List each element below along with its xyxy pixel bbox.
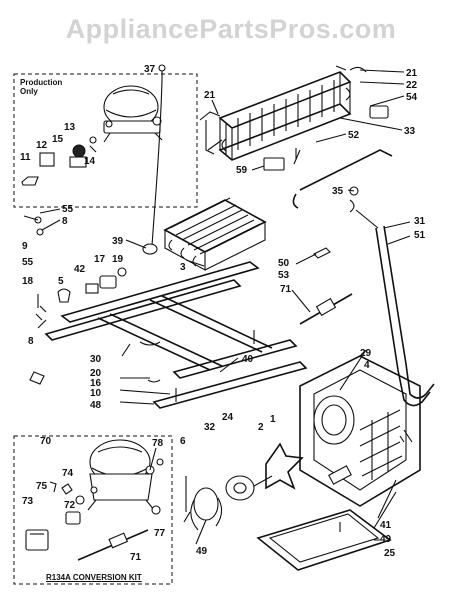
callout-71: 71 (280, 284, 292, 295)
fan-bracket (299, 355, 421, 507)
tube-51 (383, 225, 435, 399)
part-59 (263, 157, 285, 171)
callout-72: 72 (64, 500, 76, 511)
callout-49b: 49 (380, 534, 392, 545)
callout-31: 31 (414, 216, 426, 227)
kit-small-parts (25, 458, 164, 561)
evaporator-coil (163, 197, 267, 271)
tube-33 (292, 149, 393, 209)
callout-73: 73 (22, 496, 34, 507)
callout-55b: 55 (22, 257, 34, 268)
callout-8: 8 (62, 216, 68, 227)
callout-70: 70 (40, 436, 52, 447)
production-only-label: Production Only (20, 78, 63, 96)
callout-20: 20 (90, 368, 102, 379)
callout-18: 18 (22, 276, 34, 287)
callout-11: 11 (20, 152, 31, 163)
callout-15: 15 (52, 134, 64, 145)
callout-42: 42 (74, 264, 86, 275)
callout-53: 53 (278, 270, 290, 281)
callout-55: 55 (62, 204, 74, 215)
callout-37: 37 (144, 64, 156, 75)
small-parts-left (23, 215, 127, 313)
callout-22: 22 (406, 80, 418, 91)
callout-29: 29 (360, 348, 372, 359)
callout-8b: 8 (28, 336, 34, 347)
callout-39: 39 (112, 236, 124, 247)
callout-49: 49 (196, 546, 208, 557)
callout-10: 10 (90, 388, 102, 399)
callout-75: 75 (36, 481, 48, 492)
compressor-production (103, 85, 163, 143)
callout-59: 59 (236, 165, 248, 176)
callout-19: 19 (112, 254, 124, 265)
fan-motor (183, 442, 304, 531)
callout-6: 6 (180, 436, 186, 447)
callout-32: 32 (204, 422, 216, 433)
conversion-kit-box (13, 435, 173, 585)
relay-parts (21, 136, 97, 186)
callout-48: 48 (90, 400, 102, 411)
callout-21: 21 (406, 68, 418, 79)
callout-1: 1 (270, 414, 276, 425)
callout-21b: 21 (204, 90, 216, 101)
callout-77: 77 (154, 528, 166, 539)
callout-17: 17 (94, 254, 106, 265)
callout-24: 24 (222, 412, 234, 423)
callout-54: 54 (406, 92, 418, 103)
production-only-box (13, 73, 198, 208)
callout-9: 9 (22, 241, 28, 252)
base-rails (29, 261, 308, 409)
callout-25: 25 (384, 548, 396, 559)
callout-2: 2 (258, 422, 264, 433)
callout-3: 3 (180, 262, 186, 273)
callout-35: 35 (332, 186, 344, 197)
callout-30: 30 (90, 354, 102, 365)
drain-pan (256, 509, 392, 571)
callout-12: 12 (36, 140, 48, 151)
callout-33: 33 (404, 126, 416, 137)
callout-78: 78 (152, 438, 164, 449)
callout-13: 13 (64, 122, 76, 133)
callout-40: 40 (242, 354, 254, 365)
condenser-coil (199, 65, 367, 161)
compressor-kit (87, 439, 155, 511)
callout-4: 4 (364, 360, 370, 371)
callout-52: 52 (348, 130, 360, 141)
callout-50: 50 (278, 258, 290, 269)
callout-14: 14 (84, 156, 96, 167)
conversion-kit-label: R134A CONVERSION KIT (46, 573, 142, 582)
callout-51: 51 (414, 230, 426, 241)
part-54 (369, 105, 389, 119)
tube-31 (375, 227, 431, 407)
callout-5: 5 (58, 276, 64, 287)
callout-74: 74 (62, 468, 74, 479)
callout-numbers: 37 21 22 54 21 33 52 59 35 55 8 39 9 55 … (20, 64, 426, 563)
callout-16: 16 (90, 378, 102, 389)
leader-lines (39, 69, 411, 545)
callout-71b: 71 (130, 552, 142, 563)
callout-41: 41 (380, 520, 392, 531)
